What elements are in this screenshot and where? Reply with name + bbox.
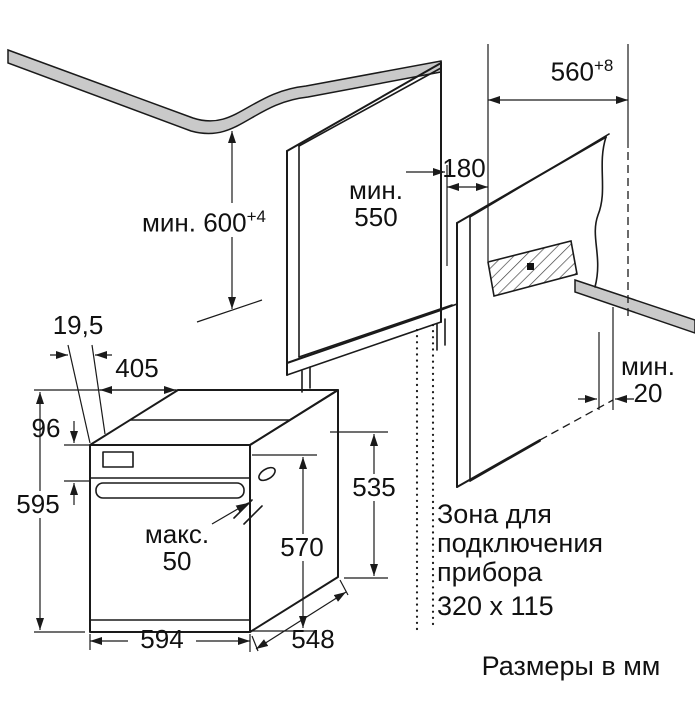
dim-front-lip: 19,5 [52, 310, 104, 340]
worktop-band [7, 48, 442, 135]
dim-rear-gap: мин. 20 [621, 351, 675, 408]
oven-front-face [89, 444, 251, 633]
oven-side-vent [258, 466, 276, 482]
oven-display [102, 451, 134, 468]
cabinet-niche [286, 61, 458, 393]
dim-niche-width: 560+8 [550, 56, 614, 87]
dim-oven-height: 595 [13, 491, 63, 518]
dim-door-clearance: макс. 50 [144, 519, 210, 576]
oven-drawing [89, 389, 339, 633]
socket-mark [527, 263, 534, 270]
dim-niche-depth: мин. 550 [349, 175, 403, 232]
dim-top-recess-depth: 405 [115, 353, 159, 383]
dim-rear-body-height: 535 [349, 474, 399, 501]
wall-band-right [574, 278, 695, 334]
oven-side-face [249, 389, 339, 633]
dim-oven-depth: 548 [291, 624, 335, 654]
dim-zone-offset: 180 [442, 153, 486, 183]
oven-door-handle [95, 482, 245, 499]
projection-dotted-lines [415, 323, 435, 631]
adjacent-panel [456, 133, 629, 488]
dim-niche-height: мин. 600+4 [124, 203, 284, 237]
connection-zone-note: Зона для подключения прибора 320 x 115 [437, 499, 604, 621]
oven-top-face [89, 389, 339, 446]
units-note: Размеры в мм [481, 651, 661, 681]
dim-body-height: 570 [277, 534, 327, 561]
dim-oven-width: 594 [140, 624, 184, 654]
connection-zone-hatch [487, 240, 578, 297]
dim-control-panel-height: 96 [31, 413, 61, 443]
